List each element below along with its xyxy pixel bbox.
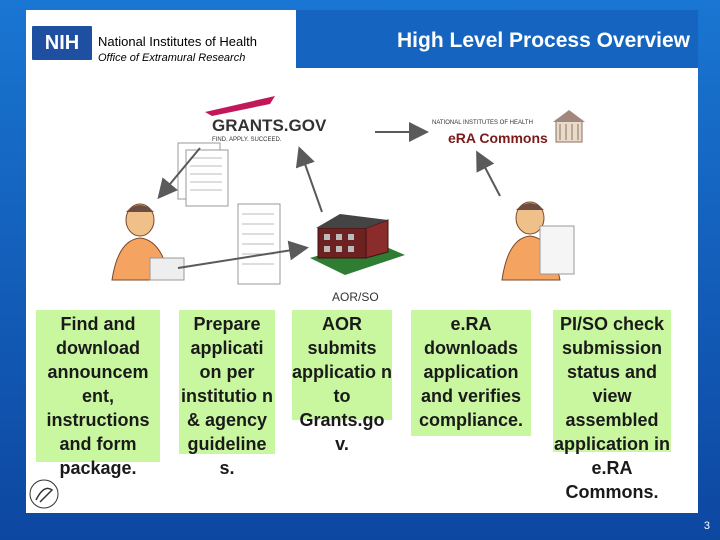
step-box-3: AOR submits applicatio n to Grants.go v. — [292, 310, 392, 454]
nih-logo: NIH — [30, 24, 94, 62]
org-subtitle: Office of Extramural Research — [98, 52, 246, 64]
aor-so-label: AOR/SO — [332, 290, 379, 304]
step-text-4: e.RA downloads application and verifies … — [418, 314, 524, 430]
era-logo-top: NATIONAL INSTITUTES OF HEALTH — [432, 120, 533, 126]
step-box-1: Find and download announcem ent, instruc… — [36, 310, 160, 478]
applicant-person-icon — [111, 203, 185, 281]
step-text-2: Prepare applicati on per institutio n & … — [181, 314, 273, 478]
org-name: National Institutes of Health — [98, 34, 257, 49]
arrow-applicant-to-institution — [177, 240, 309, 269]
grants-gov-tagline: FIND. APPLY. SUCCEED. — [212, 137, 282, 143]
step-box-4: e.RA downloads application and verifies … — [411, 310, 531, 436]
step-box-2: Prepare applicati on per institutio n & … — [179, 310, 275, 478]
page-title: High Level Process Overview — [397, 29, 690, 52]
institution-building-icon — [310, 214, 405, 275]
reviewer-person-icon — [501, 201, 575, 281]
hhs-seal-icon — [29, 479, 59, 509]
arrow-institution-to-grants — [295, 146, 323, 213]
step-text-3: AOR submits applicatio n to Grants.go v. — [292, 314, 393, 454]
step-text-1: Find and download announcem ent, instruc… — [46, 314, 150, 478]
era-commons-logo: NATIONAL INSTITUTES OF HEALTH eRA Common… — [432, 110, 585, 146]
arrow-grants-to-applicant — [157, 147, 201, 200]
grants-gov-logo: GRANTS.GOV FIND. APPLY. SUCCEED. — [205, 96, 327, 143]
grants-gov-text: GRANTS.GOV — [212, 116, 327, 135]
nih-logo-text: NIH — [44, 32, 80, 54]
form-documents-icon — [177, 142, 281, 285]
era-logo-name: eRA Commons — [448, 130, 548, 146]
step-box-5: PI/SO check submission status and view a… — [553, 310, 671, 502]
page-number: 3 — [703, 520, 710, 532]
flow-arrows — [157, 122, 501, 269]
arrow-person-to-era — [476, 150, 501, 197]
step-text-5: PI/SO check submission status and view a… — [553, 314, 670, 502]
